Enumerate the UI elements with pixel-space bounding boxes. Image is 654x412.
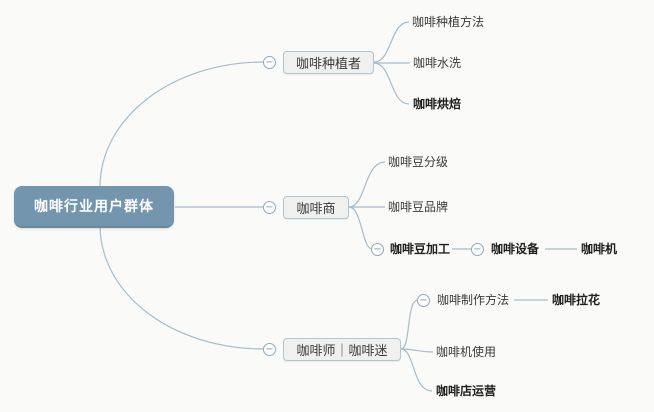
collapse-icon[interactable]: − [263,56,276,69]
collapse-icon[interactable]: − [263,201,276,214]
collapse-icon[interactable]: − [263,343,276,356]
collapse-icon[interactable]: − [417,294,430,307]
leaf-bean-grading[interactable]: 咖啡豆分级 [388,155,449,169]
leaf-making-method[interactable]: 咖啡制作方法 [437,293,510,307]
branch-coffee-planter[interactable]: 咖啡种植者 [283,51,374,74]
collapse-icon[interactable]: − [371,243,384,256]
leaf-bean-processing[interactable]: 咖啡豆加工 [390,242,451,256]
root-topic[interactable]: 咖啡行业用户群体 [14,186,174,228]
collapse-icon[interactable]: − [471,243,484,256]
branch-coffee-merchant[interactable]: 咖啡商 [283,196,349,219]
leaf-machine-usage[interactable]: 咖啡机使用 [436,345,497,359]
leaf-bean-brand[interactable]: 咖啡豆品牌 [388,200,449,214]
leaf-coffee-machine[interactable]: 咖啡机 [581,242,618,256]
branch-barista-fan[interactable]: 咖啡师｜咖啡迷 [283,338,401,361]
leaf-shop-operation[interactable]: 咖啡店运营 [436,384,497,398]
leaf-washing[interactable]: 咖啡水洗 [413,56,462,70]
leaf-coffee-equipment[interactable]: 咖啡设备 [491,242,540,256]
leaf-planting-method[interactable]: 咖啡种植方法 [412,15,485,29]
leaf-latte-art[interactable]: 咖啡拉花 [552,293,601,307]
leaf-roasting[interactable]: 咖啡烘焙 [413,97,462,111]
